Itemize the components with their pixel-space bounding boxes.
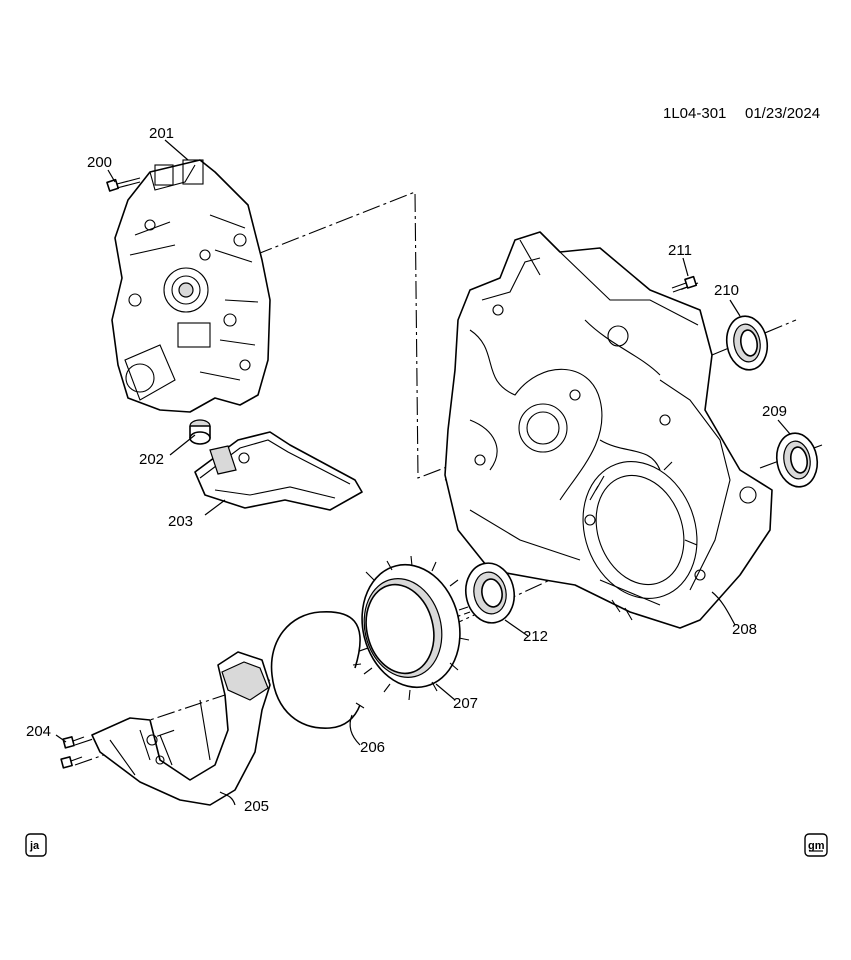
- bolts-204: [60, 736, 85, 769]
- bolt-200: [106, 177, 141, 192]
- diagram-date: 01/23/2024: [745, 105, 820, 122]
- seal-209: [775, 432, 819, 488]
- callout-210: 210: [714, 282, 739, 299]
- callout-203: 203: [168, 513, 193, 530]
- diagram-ref-code: 1L04-301: [663, 105, 726, 122]
- seal-212: [464, 562, 516, 624]
- callout-leaders: [55, 139, 791, 806]
- callout-212: 212: [523, 628, 548, 645]
- callout-201: 201: [149, 125, 174, 142]
- transmission-case-208: [444, 231, 773, 629]
- gm-logo-icon: gm: [804, 833, 828, 857]
- svg-text:ja: ja: [29, 840, 40, 852]
- callout-202: 202: [139, 451, 164, 468]
- valve-body-201: [111, 159, 271, 413]
- ring-gear-207: [361, 555, 470, 701]
- callout-204: 204: [26, 723, 51, 740]
- callout-209: 209: [762, 403, 787, 420]
- oil-filter-203: [194, 431, 363, 511]
- callout-200: 200: [87, 154, 112, 171]
- callout-205: 205: [244, 798, 269, 815]
- snap-ring-206: [270, 610, 365, 729]
- seal-210: [725, 315, 769, 371]
- svg-text:gm: gm: [808, 840, 825, 852]
- cover-205: [91, 651, 271, 806]
- ja-badge-icon: ja: [25, 833, 47, 857]
- filter-seal-202: [189, 419, 211, 445]
- callout-labels: 200 201 202 203 204 205 206 207 208 209 …: [26, 125, 787, 815]
- bolt-211: [671, 275, 698, 293]
- callout-211: 211: [668, 242, 692, 259]
- callout-207: 207: [453, 695, 478, 712]
- callout-206: 206: [360, 739, 385, 756]
- callout-208: 208: [732, 621, 757, 638]
